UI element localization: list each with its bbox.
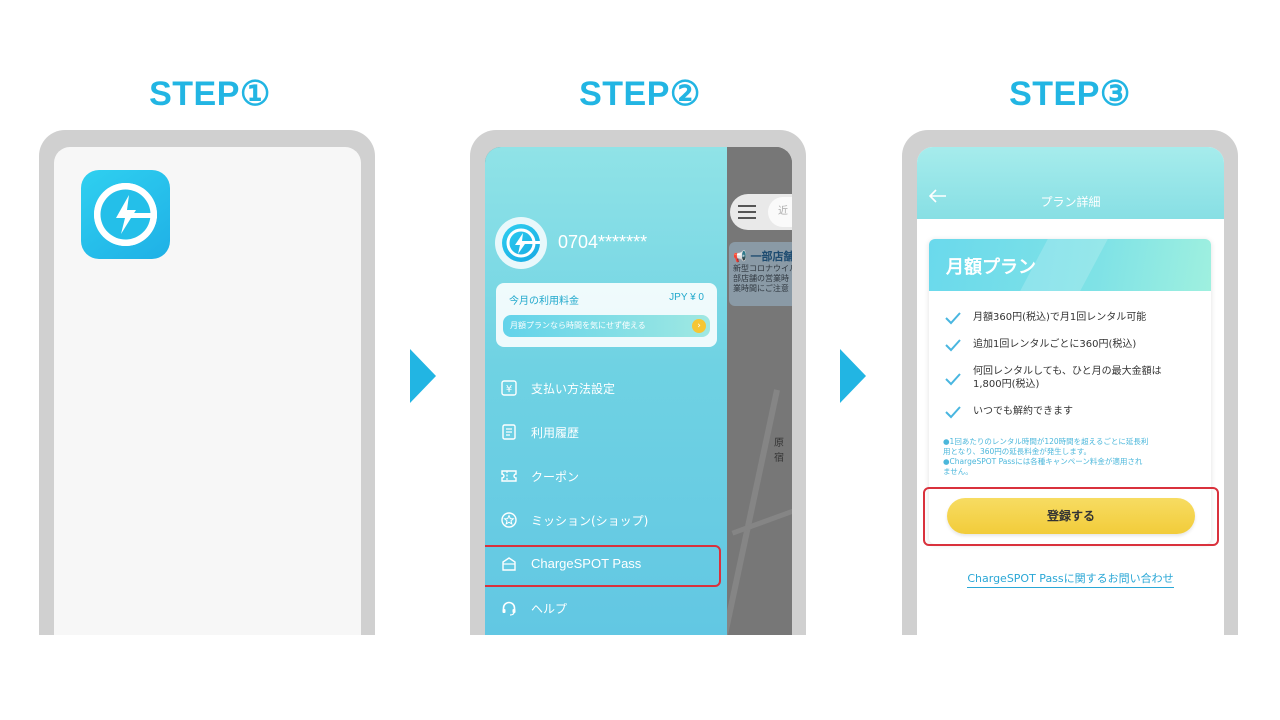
notice-line: 部店舗の営業時 [733,274,789,283]
payment-icon: ¥ [501,380,517,396]
menu-item-mission[interactable]: ミッション(ショップ) [485,500,727,540]
map-notice-card[interactable]: 📢 一部店舗 新型コロナウイル 部店舗の営業時 業時間にご注意 [729,242,792,306]
menu-screen: 近 📢 一部店舗 新型コロナウイル 部店舗の営業時 業時間にご注意 原宿 [485,147,792,635]
menu-item-payment[interactable]: ¥ 支払い方法設定 [485,368,727,408]
plan-banner: 月額プラン [929,239,1211,291]
plan-detail-screen: プラン詳細 月額プラン 月額360円(税込)で月1回レンタル可能 追加1回レンタ… [917,147,1224,635]
notice-title: 📢 一部店舗 [733,250,792,263]
step-3-title: STEP③ [1009,75,1131,113]
monthly-plan-banner[interactable]: 月額プランなら時間を気にせず使える › [503,315,710,337]
hamburger-menu-icon[interactable] [738,205,756,219]
step-1-title: STEP① [149,75,271,113]
register-button[interactable]: 登録する [947,498,1195,534]
check-icon [945,406,961,419]
banner-text: 月額プランなら時間を気にせず使える [510,321,646,330]
highlight-box [485,545,721,587]
contact-link[interactable]: ChargeSPOT Passに関するお問い合わせ [917,567,1224,588]
menu-item-chargespot-pass[interactable]: ChargeSPOT Pass [485,544,727,584]
user-phone-number: 0704******* [558,232,648,252]
menu-label: 支払い方法設定 [531,382,616,396]
phone-step-2: 近 📢 一部店舗 新型コロナウイル 部店舗の営業時 業時間にご注意 原宿 [470,130,806,635]
svg-text:¥: ¥ [506,384,512,395]
menu-item-history[interactable]: 利用履歴 [485,412,727,452]
phone-step-3: プラン詳細 月額プラン 月額360円(税込)で月1回レンタル可能 追加1回レンタ… [902,130,1238,635]
page-title: プラン詳細 [1040,195,1101,209]
next-arrow-icon [840,349,866,403]
notice-line: 業時間にご注意 [733,284,789,293]
fee-value: JPY ¥ 0 [669,292,704,303]
plan-detail-header: プラン詳細 [917,147,1224,219]
monthly-fee-card: 今月の利用料金 JPY ¥ 0 月額プランなら時間を気にせず使える › [496,283,717,347]
next-arrow-icon [410,349,436,403]
notice-line: 新型コロナウイル [733,264,792,273]
menu-label: ChargeSPOT Pass [531,556,642,571]
plan-name: 月額プラン [946,257,1036,278]
phone-step-1 [39,130,375,635]
map-search-bar[interactable]: 近 [730,194,792,230]
side-drawer: 0704******* 今月の利用料金 JPY ¥ 0 月額プランなら時間を気に… [485,147,727,635]
plan-notes: ●1回あたりのレンタル時間が120時間を超えるごとに延長利 用となり、360円の… [943,437,1149,476]
map-search-input[interactable]: 近 [768,197,792,227]
check-icon [945,339,961,352]
menu-item-coupon[interactable]: クーポン [485,456,727,496]
bolt-icon [94,183,157,246]
check-icon [945,373,961,386]
pass-icon [502,557,516,571]
check-icon [945,312,961,325]
map-place-label: 原宿 [774,438,784,464]
avatar[interactable] [495,217,547,269]
home-screen [54,147,361,635]
history-icon [502,424,516,440]
step-2-title: STEP② [579,75,701,113]
headset-icon [502,601,516,616]
star-icon [501,512,517,528]
highlight-box [923,487,1219,546]
chevron-right-icon: › [692,319,706,333]
monthly-plan-card: 月額プラン 月額360円(税込)で月1回レンタル可能 追加1回レンタルごとに36… [929,239,1211,544]
menu-label: 利用履歴 [531,426,580,440]
bolt-icon [502,224,540,262]
menu-label: ヘルプ [531,602,568,616]
menu-item-help[interactable]: ヘルプ [485,588,727,628]
back-arrow-icon[interactable] [929,189,947,203]
menu-label: ミッション(ショップ) [531,514,649,528]
chargespot-app-icon[interactable] [81,170,170,259]
menu-label: クーポン [531,470,580,484]
fee-label: 今月の利用料金 [509,296,579,307]
coupon-icon [501,470,517,482]
